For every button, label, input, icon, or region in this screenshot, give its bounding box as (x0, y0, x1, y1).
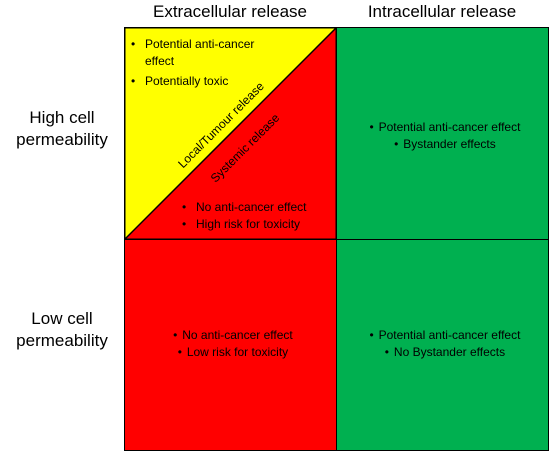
bullet-text: Low risk for toxicity (186, 345, 289, 359)
column-header-extracellular: Extracellular release (152, 2, 307, 21)
bullet-text: No anti-cancer effect (182, 328, 293, 342)
cell-high-intracellular (336, 27, 549, 240)
row-header-high-line2: permeability (16, 130, 108, 149)
bullet-text: Potential anti-cancer effect (378, 120, 521, 134)
bullet-text: High risk for toxicity (196, 217, 301, 231)
diagonal-divider (124, 27, 337, 240)
list-item: • No anti-cancer effect (182, 199, 307, 216)
cell-low-intracellular (336, 239, 549, 451)
bullet-marker: • (131, 37, 136, 51)
bottom-left-bullet-list: •No anti-cancer effect •Low risk for tox… (124, 327, 337, 361)
list-item: • Potentially toxic (131, 73, 254, 90)
bullet-marker: • (182, 200, 187, 214)
list-item: • Low risk for toxicity (124, 344, 337, 361)
bottom-right-bullet-list: • Potential anti-cancer effect • No Bystan… (336, 327, 549, 361)
row-header-low-line2: permeability (16, 331, 108, 350)
list-item: • Bystander effects (336, 136, 549, 153)
yellow-bullet-list: • Potential anti-cancer effect • Potential… (131, 36, 254, 90)
red-bullet-list: • No anti-cancer effect • High risk for to… (182, 199, 307, 233)
list-item: • Potential anti-cancer effect (336, 119, 549, 136)
list-item: • Potential anti-cancer effect (336, 327, 549, 344)
row-header-low-line1: Low cell (31, 309, 93, 328)
row-header-low-permeability: Low cell permeability (0, 308, 124, 352)
top-right-bullet-list: • Potential anti-cancer effect • Bystander… (336, 119, 549, 153)
bullet-marker: • (173, 328, 178, 342)
list-item: effect (131, 53, 254, 70)
bullet-text: effect (145, 54, 175, 68)
bullet-marker: • (369, 328, 374, 342)
bullet-text: No Bystander effects (393, 345, 506, 359)
row-header-high-line1: High cell (29, 108, 95, 127)
cell-low-extracellular (124, 239, 337, 451)
bullet-text: Potential anti-cancer effect (378, 328, 521, 342)
bullet-text: No anti-cancer effect (196, 200, 307, 214)
bullet-marker: • (394, 137, 399, 151)
bullet-marker: • (384, 345, 389, 359)
row-header-high-permeability: High cell permeability (0, 107, 124, 151)
list-item: • No Bystander effects (336, 344, 549, 361)
bullet-marker: • (131, 74, 136, 88)
cell-high-extracellular (124, 27, 337, 240)
list-item: • High risk for toxicity (182, 216, 307, 233)
bullet-marker: • (177, 345, 182, 359)
bullet-text: Potentially toxic (145, 74, 229, 88)
bullet-text: Bystander effects (403, 137, 496, 151)
list-item: • Potential anti-cancer (131, 36, 254, 53)
bullet-marker: • (369, 120, 374, 134)
list-item: • No anti-cancer effect (124, 327, 337, 344)
bullet-marker: • (182, 217, 187, 231)
column-header-intracellular: Intracellular release (367, 2, 517, 21)
bullet-text: Potential anti-cancer (145, 37, 255, 51)
